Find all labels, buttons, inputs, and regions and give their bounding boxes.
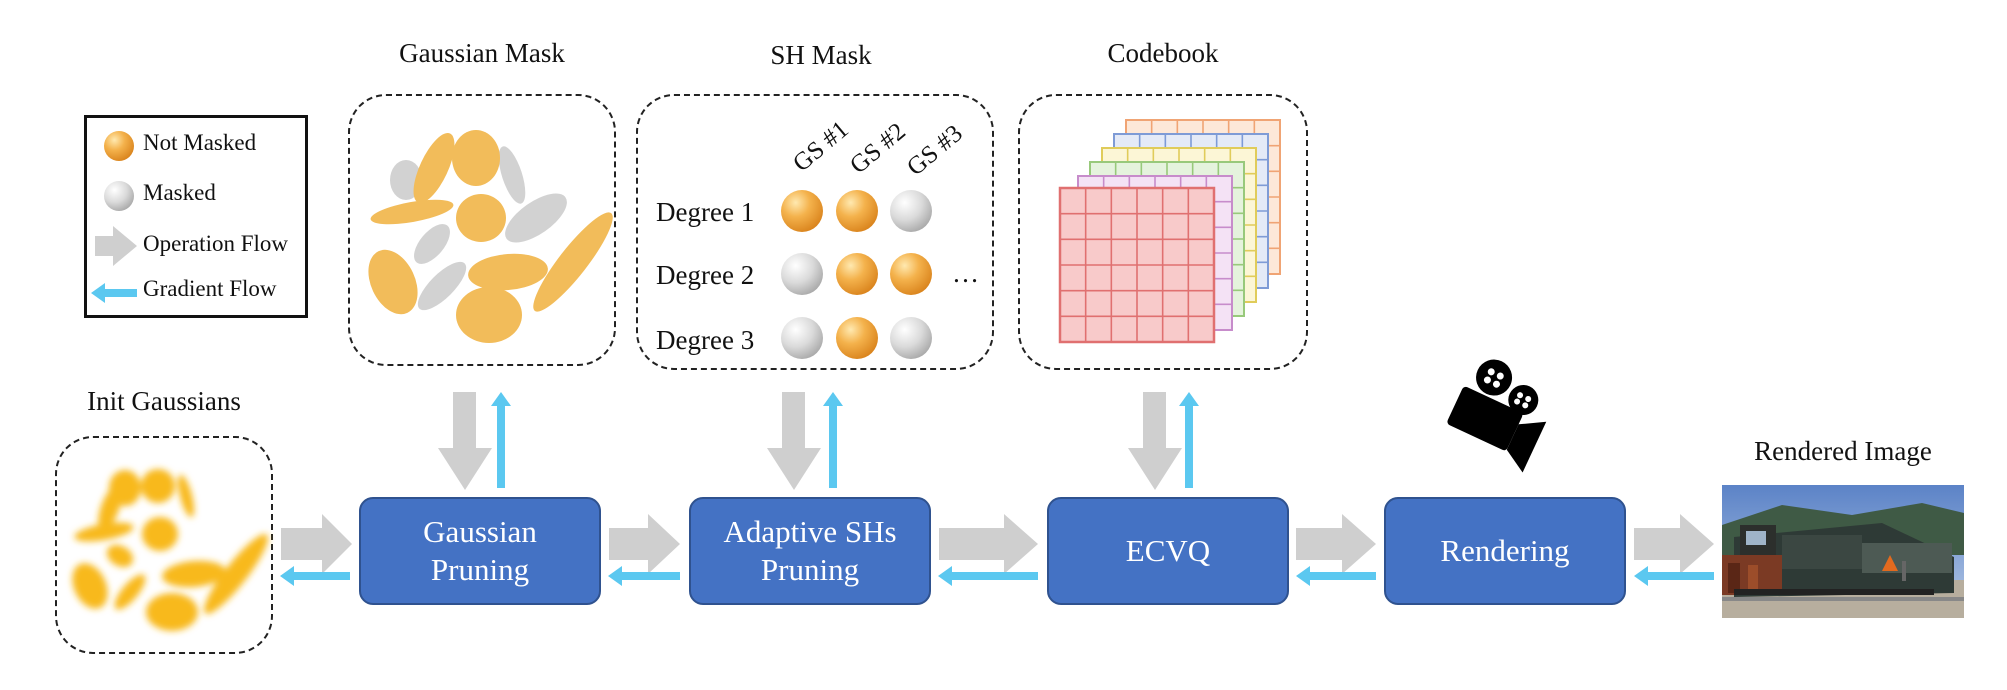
grad-arrow-asp-to-gp — [608, 566, 680, 586]
legend: Not Masked Masked Operation Flow Gradien… — [84, 115, 308, 318]
operation-flow-arrows — [281, 392, 1714, 574]
grad-arrow-image-to-render — [1634, 566, 1714, 586]
adaptive-shs-label-line2: Pruning — [760, 552, 860, 587]
codebook-layer — [1058, 186, 1216, 344]
grad-arrow-render-to-ecvq — [1296, 566, 1376, 586]
sh-mask-panel — [636, 94, 994, 370]
grad-arrow-ecvq-to-asp — [938, 566, 1038, 586]
masked-gaussian — [390, 146, 567, 311]
sh-row-degree3: Degree 3 — [656, 325, 755, 355]
sh-sphere-r3c2 — [836, 317, 878, 359]
sh-mask-title: SH Mask — [770, 40, 872, 70]
gradient-flow-legend-icon — [91, 283, 137, 303]
not-masked-legend-icon — [104, 131, 134, 161]
operation-flow-legend-icon — [95, 226, 137, 266]
init-gaussians-title: Init Gaussians — [87, 386, 241, 416]
gradient-flow-arrows — [280, 392, 1714, 586]
ecvq-box[interactable]: ECVQ — [1047, 497, 1289, 605]
rendering-box[interactable]: Rendering — [1384, 497, 1626, 605]
codebook-panel — [1018, 94, 1308, 370]
sh-sphere-r3c3 — [890, 317, 932, 359]
not-masked-gaussian — [368, 130, 613, 343]
sh-sphere-r1c2 — [836, 190, 878, 232]
op-arrow-sh-to-asp — [767, 392, 821, 490]
op-arrow-asp-to-ecvq — [939, 514, 1038, 574]
gaussian-pruning-label-line1: Gaussian — [423, 514, 537, 549]
sh-sphere-r2c1 — [781, 253, 823, 295]
init-gaussians-panel — [55, 436, 273, 654]
masked-legend-icon — [104, 181, 134, 211]
grad-arrow-asp-to-sh — [823, 392, 843, 488]
gaussian-mask-title: Gaussian Mask — [399, 38, 565, 68]
rendering-label: Rendering — [1440, 533, 1570, 568]
sh-row-degree1: Degree 1 — [656, 197, 755, 227]
sh-sphere-r1c3 — [890, 190, 932, 232]
op-arrow-ecvq-to-render — [1296, 514, 1376, 574]
grad-arrow-ecvq-to-codebook — [1179, 392, 1199, 488]
op-arrow-codebook-to-ecvq — [1128, 392, 1182, 490]
sh-sphere-r2c3 — [890, 253, 932, 295]
sh-sphere-r2c2 — [836, 253, 878, 295]
gaussian-pruning-label-line2: Pruning — [430, 552, 530, 587]
adaptive-shs-label-line1: Adaptive SHs — [723, 514, 897, 549]
op-arrow-render-to-image — [1634, 514, 1714, 574]
sh-row-degree2: Degree 2 — [656, 260, 755, 290]
grad-arrow-gp-to-init — [280, 566, 350, 586]
op-arrow-gp-to-asp — [609, 514, 680, 574]
grad-arrow-gp-to-mask — [491, 392, 511, 488]
op-arrow-mask-to-gp — [438, 392, 492, 490]
legend-gradient-flow-label: Gradient Flow — [143, 276, 277, 301]
codebook-title: Codebook — [1107, 38, 1219, 68]
rendered-image-photo — [1722, 485, 1964, 618]
rendered-image-title: Rendered Image — [1754, 436, 1932, 466]
ecvq-label: ECVQ — [1125, 533, 1211, 568]
sh-sphere-r3c1 — [781, 317, 823, 359]
legend-operation-flow-label: Operation Flow — [143, 231, 289, 256]
gaussian-mask-panel — [348, 94, 616, 366]
op-arrow-init-to-gp — [281, 514, 352, 574]
legend-not-masked-label: Not Masked — [143, 130, 257, 155]
legend-masked-label: Masked — [143, 180, 216, 205]
sh-ellipsis: … — [952, 258, 979, 288]
legend-graphics — [91, 131, 137, 303]
sh-sphere-r1c1 — [781, 190, 823, 232]
